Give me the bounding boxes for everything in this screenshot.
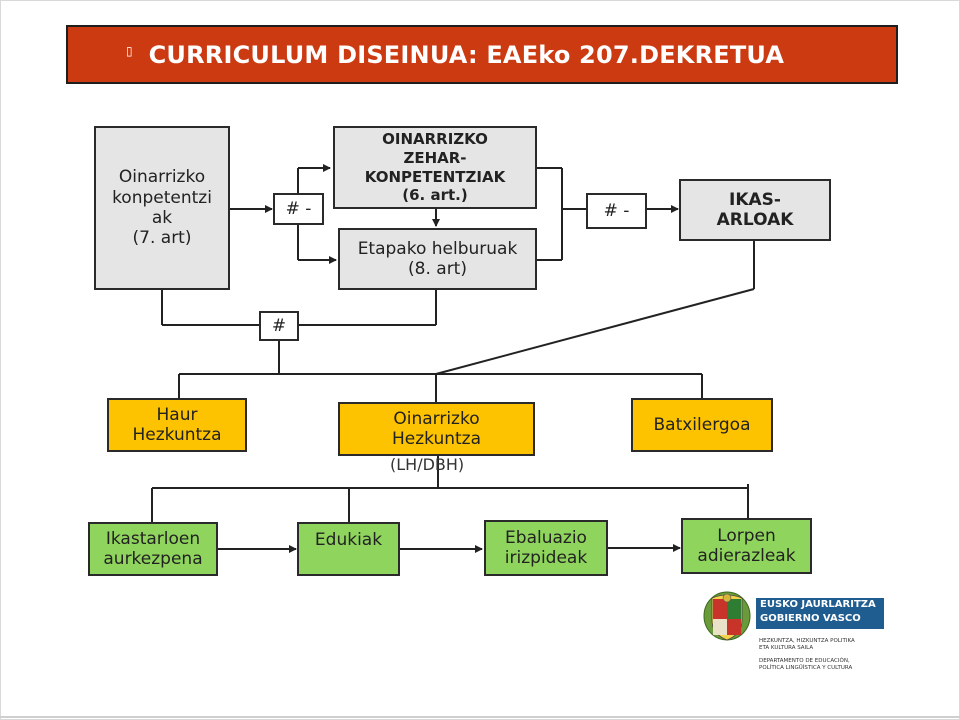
box-zehar-konpetentziak: OINARRIZKO ZEHAR- KONPETENTZIAK (6. art.… (333, 126, 537, 209)
logo-name-block: EUSKO JAURLARITZA GOBIERNO VASCO (756, 598, 884, 629)
bottom-divider (0, 716, 960, 718)
box-lorpen-adierazleak: Lorpen adierazleak (681, 518, 812, 574)
oinarrizko-hezkuntza-subtitle: (LH/DBH) (390, 455, 465, 474)
box-ebaluazio-irizpideak: Ebaluazio irizpideak (484, 520, 608, 576)
box-ikas-arloak: IKAS- ARLOAK (679, 179, 831, 241)
box-batxilergoa: Batxilergoa (631, 398, 773, 452)
connector-hash: # (259, 311, 299, 341)
box-haur-hezkuntza: Haur Hezkuntza (107, 398, 247, 452)
page-title: CURRICULUM DISEINUA: EAEko 207.DEKRETUA (148, 40, 785, 69)
eusko-jaurlaritza-logo: EUSKO JAURLARITZA GOBIERNO VASCO HEZKUNT… (702, 590, 886, 678)
box-edukiak: Edukiak (297, 522, 400, 576)
logo-dept-basque: HEZKUNTZA, HIZKUNTZA POLITIKA ETA KULTUR… (759, 638, 855, 651)
title-bar: ▯ CURRICULUM DISEINUA: EAEko 207.DEKRETU… (66, 25, 898, 84)
logo-line-2: GOBIERNO VASCO (760, 613, 861, 624)
box-oinarrizko-konpetentziak: Oinarrizko konpetentzi ak (7. art) (94, 126, 230, 290)
box-oinarrizko-hezkuntza: Oinarrizko Hezkuntza (338, 402, 535, 456)
logo-dept-spanish: DEPARTAMENTO DE EDUCACIÓN, POLÍTICA LING… (759, 658, 853, 671)
box-etapako-helburuak: Etapako helburuak (8. art) (338, 228, 537, 290)
connector-hash-minus-1: # - (273, 193, 324, 225)
logo-line-1: EUSKO JAURLARITZA (760, 599, 876, 610)
coat-of-arms-icon (703, 591, 751, 641)
bullet-icon: ▯ (126, 43, 133, 58)
box-ikastarloen-aurkezpena: Ikastarloen aurkezpena (88, 522, 218, 576)
connector-hash-minus-2: # - (586, 193, 647, 229)
